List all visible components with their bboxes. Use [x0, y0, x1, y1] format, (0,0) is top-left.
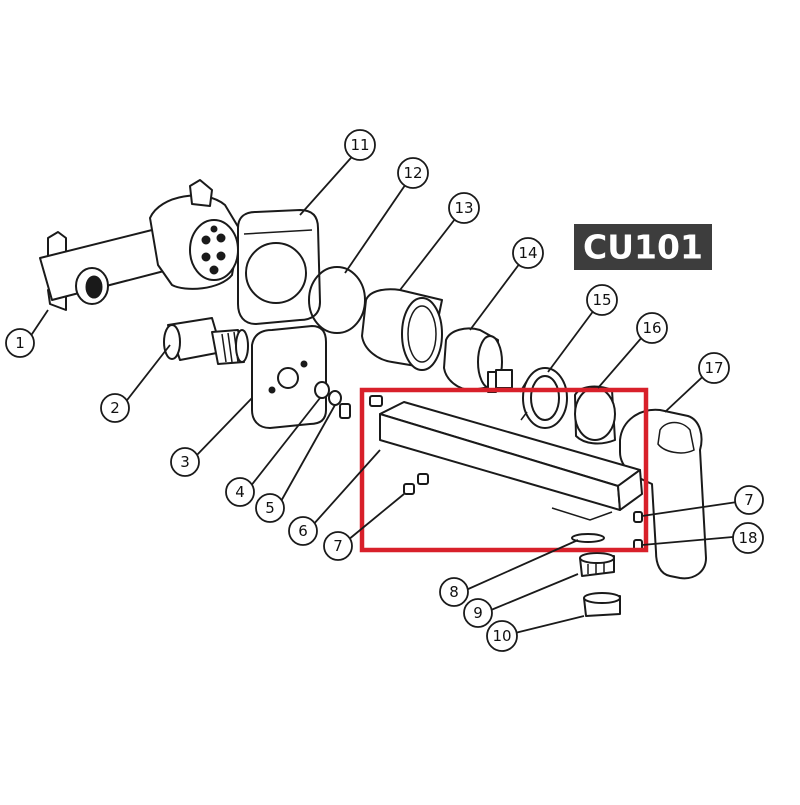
callout-2: 2 [100, 393, 130, 423]
svg-text:17: 17 [704, 359, 723, 377]
svg-text:15: 15 [592, 291, 611, 309]
screw-part [339, 403, 351, 419]
svg-text:11: 11 [350, 136, 369, 154]
callout-18: 18 [732, 522, 764, 554]
svg-text:10: 10 [492, 627, 511, 645]
svg-text:16: 16 [642, 319, 661, 337]
leader-lines [29, 149, 745, 634]
callout-11: 11 [344, 129, 376, 161]
svg-text:13: 13 [454, 199, 473, 217]
svg-text:2: 2 [110, 399, 120, 417]
callout-10: 10 [486, 620, 518, 652]
callouts: 1 2 3 4 5 6 7 7 8 9 10 11 12 13 14 15 16… [5, 129, 764, 652]
wall-spout-part [369, 395, 643, 521]
callout-3: 3 [170, 447, 200, 477]
cartridge-spindle-part [163, 317, 249, 365]
svg-text:7: 7 [744, 491, 754, 509]
svg-text:5: 5 [265, 499, 275, 517]
model-badge: CU101 [574, 224, 712, 270]
callout-6: 6 [288, 516, 318, 546]
adapter-part [443, 327, 513, 393]
svg-text:12: 12 [403, 164, 422, 182]
callout-14: 14 [512, 237, 544, 269]
callout-12: 12 [397, 157, 429, 189]
callout-4: 4 [225, 477, 255, 507]
grub-screw-part [403, 473, 643, 523]
callout-15: 15 [586, 284, 618, 316]
cap-part [574, 385, 616, 445]
valve-body-part [39, 179, 241, 311]
callout-7-right: 7 [734, 485, 764, 515]
svg-text:7: 7 [333, 537, 343, 555]
washer-part [571, 533, 605, 543]
svg-text:18: 18 [738, 529, 757, 547]
back-plate-part [251, 325, 327, 429]
svg-text:3: 3 [180, 453, 190, 471]
aerator-part [579, 552, 615, 577]
callout-1: 1 [5, 328, 35, 358]
callout-16: 16 [636, 312, 668, 344]
svg-text:9: 9 [473, 604, 483, 622]
callout-5: 5 [255, 493, 285, 523]
svg-text:1: 1 [15, 334, 25, 352]
nut-ring-part [519, 367, 568, 429]
sleeve-part [361, 288, 443, 371]
aerator-housing-part [583, 592, 621, 617]
svg-text:4: 4 [235, 483, 245, 501]
model-label: CU101 [583, 228, 703, 267]
callout-17: 17 [698, 352, 730, 384]
svg-text:8: 8 [449, 583, 459, 601]
svg-text:14: 14 [518, 244, 537, 262]
callout-8: 8 [439, 577, 469, 607]
callout-13: 13 [448, 192, 480, 224]
callout-9: 9 [463, 598, 493, 628]
callout-7-left: 7 [323, 531, 353, 561]
svg-text:6: 6 [298, 522, 308, 540]
cover-plate-part [237, 209, 321, 325]
o-ring-part [314, 381, 342, 406]
